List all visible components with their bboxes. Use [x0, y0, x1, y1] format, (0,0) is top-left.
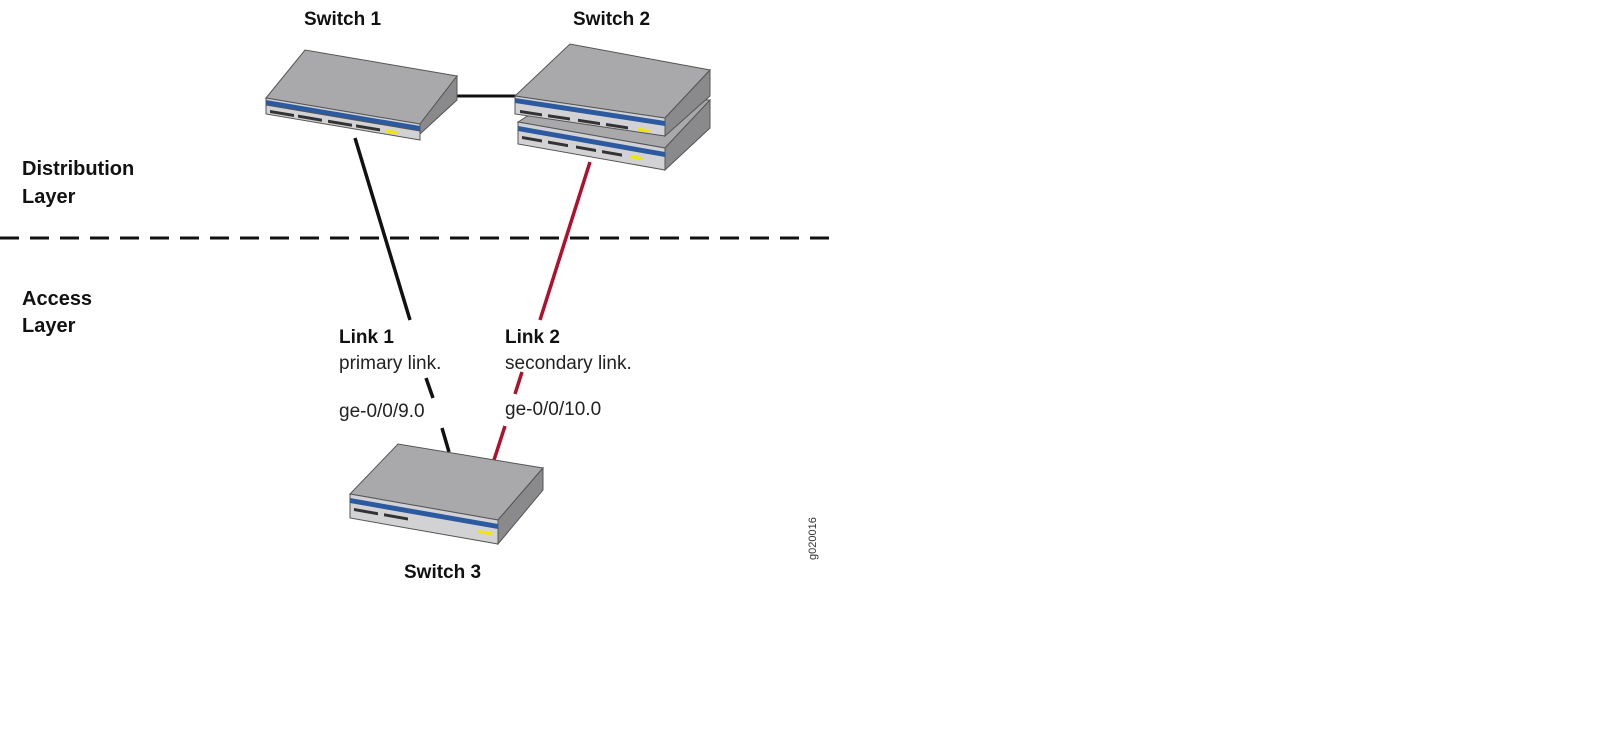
switch-3-device [348, 443, 544, 546]
switch-3-label: Switch 3 [404, 562, 481, 583]
figure-id: g020016 [807, 517, 819, 560]
link-2-interface: ge-0/0/10.0 [505, 399, 601, 420]
switch-1-label: Switch 1 [304, 9, 382, 30]
switch-2-label: Switch 2 [573, 9, 650, 30]
link-2-title: Link 2 [505, 327, 560, 348]
switch-1-device [265, 49, 458, 141]
link-1-interface: ge-0/0/9.0 [339, 401, 425, 422]
link-2-line [492, 161, 592, 461]
link-2-role: secondary link. [505, 353, 632, 374]
switch-2-device [513, 43, 712, 172]
distribution-layer-label-line2: Layer [22, 186, 76, 208]
access-layer-label-line1: Access [22, 288, 92, 310]
access-layer-label-line2: Layer [22, 315, 76, 337]
distribution-layer-label-line1: Distribution [22, 158, 134, 180]
link-1-title: Link 1 [339, 327, 394, 348]
link-1-line [353, 137, 451, 453]
link-1-role: primary link. [339, 353, 441, 374]
